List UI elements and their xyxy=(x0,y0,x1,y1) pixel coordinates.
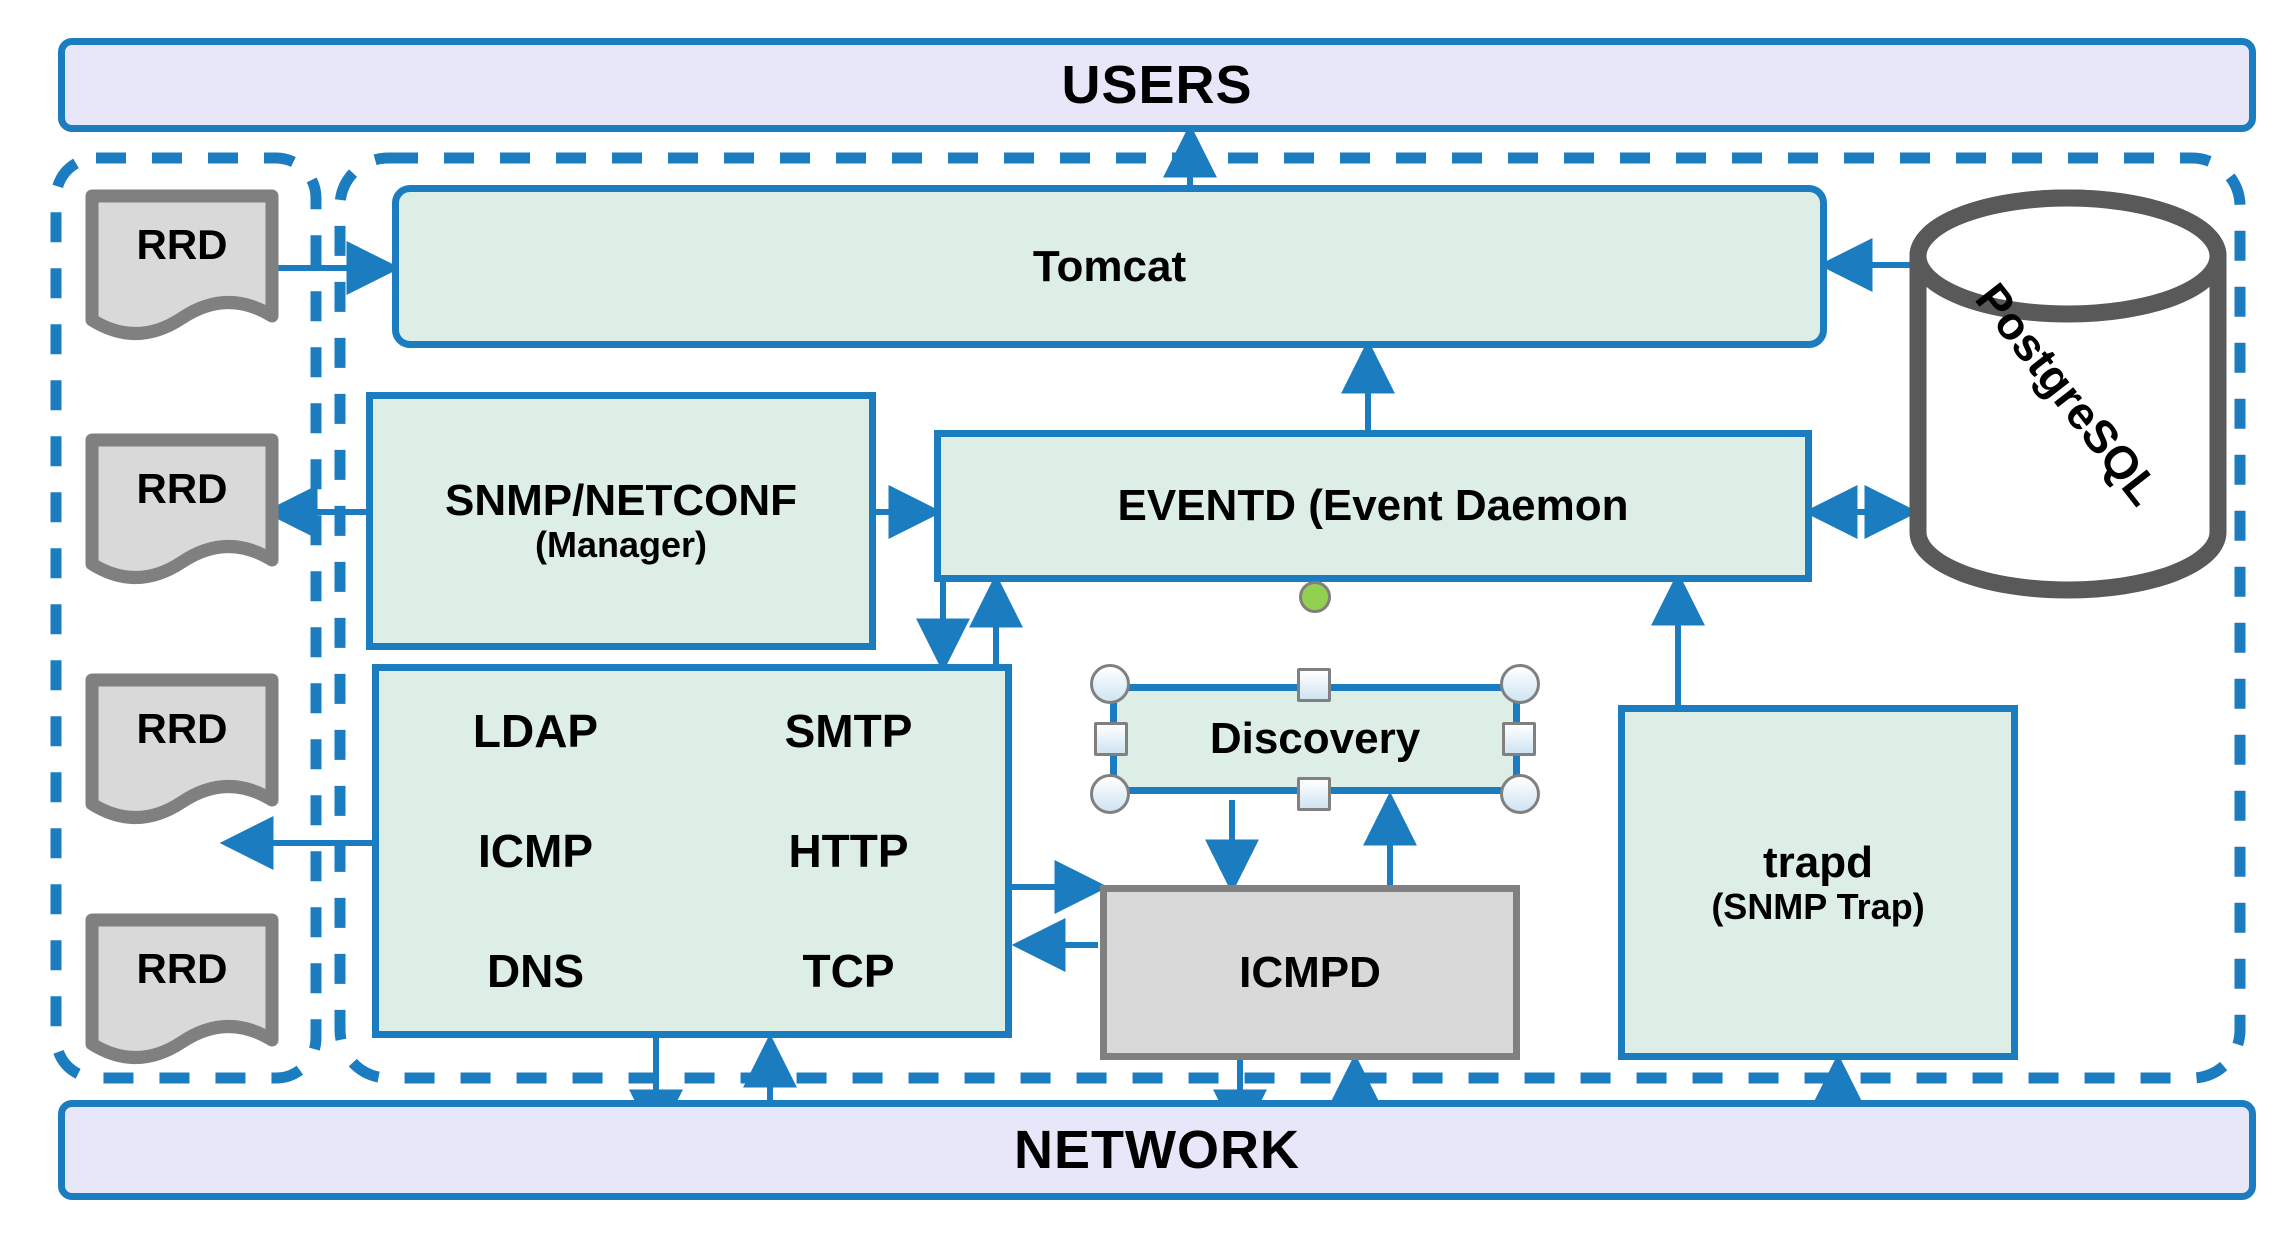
discovery-handle-top-center[interactable] xyxy=(1297,668,1331,702)
rrd-node-1[interactable]: RRD xyxy=(92,196,272,326)
users-label: USERS xyxy=(1061,54,1253,115)
trapd-label: trapd xyxy=(1763,837,1873,887)
tomcat-node[interactable]: Tomcat xyxy=(392,185,1827,348)
snmp-netconf-sublabel: (Manager) xyxy=(534,524,708,566)
trapd-node[interactable]: trapd (SNMP Trap) xyxy=(1618,705,2018,1060)
rrd-shape-3[interactable] xyxy=(85,673,279,824)
postgresql-label-wrap: PostgreSQL xyxy=(1918,198,2218,590)
eventd-node[interactable]: EVENTD (Event Daemon xyxy=(934,430,1812,582)
rrd-label-3: RRD xyxy=(136,705,228,753)
group-storage-zone xyxy=(50,152,322,1084)
group-server-zone xyxy=(334,152,2246,1084)
discovery-handle-bottom-right[interactable] xyxy=(1500,774,1540,814)
snmp-netconf-label: SNMP/NETCONF xyxy=(445,476,797,526)
rrd-label-1: RRD xyxy=(136,221,228,269)
discovery-handle-middle-left[interactable] xyxy=(1094,722,1128,756)
icmpd-node[interactable]: ICMPD xyxy=(1100,885,1520,1060)
service-http: HTTP xyxy=(788,825,909,877)
rrd-shape-2[interactable] xyxy=(85,433,279,584)
service-dns: DNS xyxy=(486,945,585,997)
discovery-handle-bottom-left[interactable] xyxy=(1090,774,1130,814)
rrd-shape-4[interactable] xyxy=(85,913,279,1064)
discovery-handle-top-left[interactable] xyxy=(1090,664,1130,704)
rrd-node-3[interactable]: RRD xyxy=(92,680,272,810)
service-icmp: ICMP xyxy=(478,825,593,877)
discovery-rotate-handle[interactable] xyxy=(1299,581,1331,613)
rrd-node-4[interactable]: RRD xyxy=(92,920,272,1050)
service-ldap: LDAP xyxy=(472,705,599,757)
icmpd-label: ICMPD xyxy=(1239,947,1381,997)
postgresql-label: PostgreSQL xyxy=(1965,273,2171,515)
discovery-handle-bottom-center[interactable] xyxy=(1297,777,1331,811)
services-node[interactable]: LDAP SMTP ICMP HTTP DNS TCP xyxy=(372,664,1012,1038)
network-banner[interactable]: NETWORK xyxy=(58,1100,2256,1200)
rrd-shape-1[interactable] xyxy=(85,189,279,340)
snmp-netconf-node[interactable]: SNMP/NETCONF (Manager) xyxy=(366,392,876,650)
users-banner[interactable]: USERS xyxy=(58,38,2256,132)
postgresql-node[interactable]: PostgreSQL xyxy=(1918,198,2218,590)
discovery-handle-top-right[interactable] xyxy=(1500,664,1540,704)
service-tcp: TCP xyxy=(802,945,895,997)
network-label: NETWORK xyxy=(1014,1119,1300,1180)
discovery-handle-middle-right[interactable] xyxy=(1502,722,1536,756)
service-smtp: SMTP xyxy=(784,705,913,757)
rrd-label-4: RRD xyxy=(136,945,228,993)
trapd-sublabel: (SNMP Trap) xyxy=(1711,885,1925,927)
discovery-label: Discovery xyxy=(1209,714,1421,763)
postgresql-cylinder[interactable] xyxy=(1909,189,2227,599)
rrd-node-2[interactable]: RRD xyxy=(92,440,272,570)
rrd-label-2: RRD xyxy=(136,465,228,513)
eventd-label: EVENTD (Event Daemon xyxy=(1117,481,1629,531)
tomcat-label: Tomcat xyxy=(1032,241,1187,291)
